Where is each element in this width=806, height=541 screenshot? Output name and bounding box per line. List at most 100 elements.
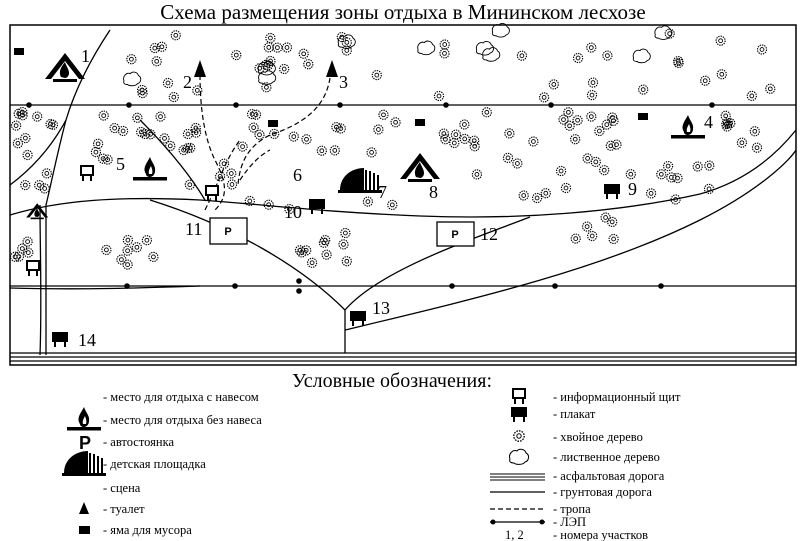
conifer-tree <box>662 160 674 172</box>
deciduous-trees <box>123 22 673 87</box>
poster-10 <box>308 198 326 215</box>
parking-letter: P <box>451 229 458 241</box>
conifer-tree <box>625 169 636 180</box>
conifer-tree <box>586 42 597 53</box>
conifer-tree <box>611 139 622 150</box>
legend-left: - место для отдыха с навесом - место для… <box>26 203 262 537</box>
trash-pit <box>638 113 648 120</box>
conifer-tree <box>471 169 483 180</box>
conifer-tree <box>586 111 597 122</box>
conifer-tree <box>704 160 715 171</box>
conifer-tree <box>218 158 230 169</box>
info-board-icon <box>512 388 526 405</box>
conifer-tree <box>469 135 480 146</box>
asphalt-road <box>10 352 796 362</box>
site-numbers: 1 2 3 4 5 6 7 8 9 10 11 12 13 14 <box>78 46 713 350</box>
conifer-tree <box>572 52 584 64</box>
conifer-tree <box>318 237 330 248</box>
dirt-roads <box>9 29 797 356</box>
conifer-tree <box>231 49 242 61</box>
trash-pit <box>415 119 425 126</box>
conifer-tree <box>279 63 290 75</box>
toilet-icon <box>79 502 89 514</box>
conifer-tree <box>45 118 56 130</box>
conifer-tree <box>440 134 451 145</box>
map-title: Схема размещения зоны отдыха в Мининском… <box>160 0 645 24</box>
conifer-tree <box>587 77 599 88</box>
legend-plot-numbers: - номера участков <box>553 528 648 541</box>
conifer-tree <box>450 129 462 140</box>
site-number-7: 7 <box>378 182 387 202</box>
conifer-tree <box>341 45 352 56</box>
asphalt-road-icon <box>490 473 545 481</box>
conifer-tree <box>192 85 203 96</box>
conifer-tree <box>281 42 293 53</box>
conifer-tree <box>341 37 352 48</box>
playground-icon <box>61 450 107 477</box>
conifer-tree <box>459 133 470 145</box>
conifer-tree <box>371 69 382 81</box>
conifer-tree <box>155 111 166 122</box>
legend-shelter: - место для отдыха с навесом <box>103 390 259 404</box>
power-line-upper <box>10 102 796 108</box>
campfire-icon <box>67 407 101 431</box>
shelter-8 <box>400 153 440 182</box>
conifer-tree <box>594 125 605 137</box>
conifer-tree <box>248 122 259 133</box>
conifer-tree <box>587 230 598 242</box>
conifer-tree <box>306 257 318 268</box>
deciduous-tree <box>632 48 651 64</box>
conifer-tree <box>250 109 262 120</box>
conifer-tree <box>151 56 162 67</box>
legend-stage: - сцена <box>103 481 141 495</box>
conifer-tree <box>516 50 528 61</box>
legend-power-line: - ЛЭП <box>553 515 586 529</box>
site-number-1: 1 <box>81 46 90 66</box>
site-number-10: 10 <box>284 202 302 222</box>
conifer-tree <box>109 122 120 134</box>
site-number-4: 4 <box>704 112 713 132</box>
power-line-lower <box>10 278 796 294</box>
conifer-tree <box>531 192 543 204</box>
conifer-tree <box>504 128 515 139</box>
conifer-tree <box>162 77 174 89</box>
legend-playground: - детская площадка <box>103 457 206 471</box>
conifer-tree <box>298 48 309 59</box>
legend-campfire: - место для отдыха без навеса <box>103 413 262 427</box>
conifer-tree <box>263 199 274 210</box>
info-board <box>205 185 219 202</box>
conifer-tree <box>90 146 102 158</box>
conifer-tree <box>117 125 129 137</box>
trash-pit-icon <box>79 526 90 534</box>
legend-poster: - плакат <box>553 407 596 421</box>
conifer-tree <box>586 89 598 101</box>
conifer-tree <box>512 158 523 169</box>
playground-7 <box>337 167 383 194</box>
conifer-tree <box>101 244 112 256</box>
conifer-tree <box>601 119 612 130</box>
conifer-tree <box>538 92 550 103</box>
conifer-tree <box>378 109 389 120</box>
conifer-tree <box>607 112 618 123</box>
conifer-tree <box>608 233 619 245</box>
conifer-tree <box>237 141 248 152</box>
conifer-tree <box>666 172 677 183</box>
conifer-tree <box>340 227 351 239</box>
conifer-tree <box>190 122 201 134</box>
conifer-tree <box>23 247 34 258</box>
conifer-tree <box>170 30 181 41</box>
conifer-tree <box>338 239 349 250</box>
deciduous-tree <box>482 47 501 62</box>
conifer-tree <box>672 172 683 184</box>
parking-icon: P <box>79 433 91 453</box>
conifer-tree <box>449 137 460 149</box>
conifer-tree <box>548 79 559 90</box>
trash-pit <box>14 48 24 55</box>
conifer-tree <box>321 249 332 260</box>
conifer-tree <box>599 165 610 176</box>
conifer-tree <box>288 131 299 142</box>
site-number-13: 13 <box>372 298 390 318</box>
info-board <box>80 165 94 182</box>
